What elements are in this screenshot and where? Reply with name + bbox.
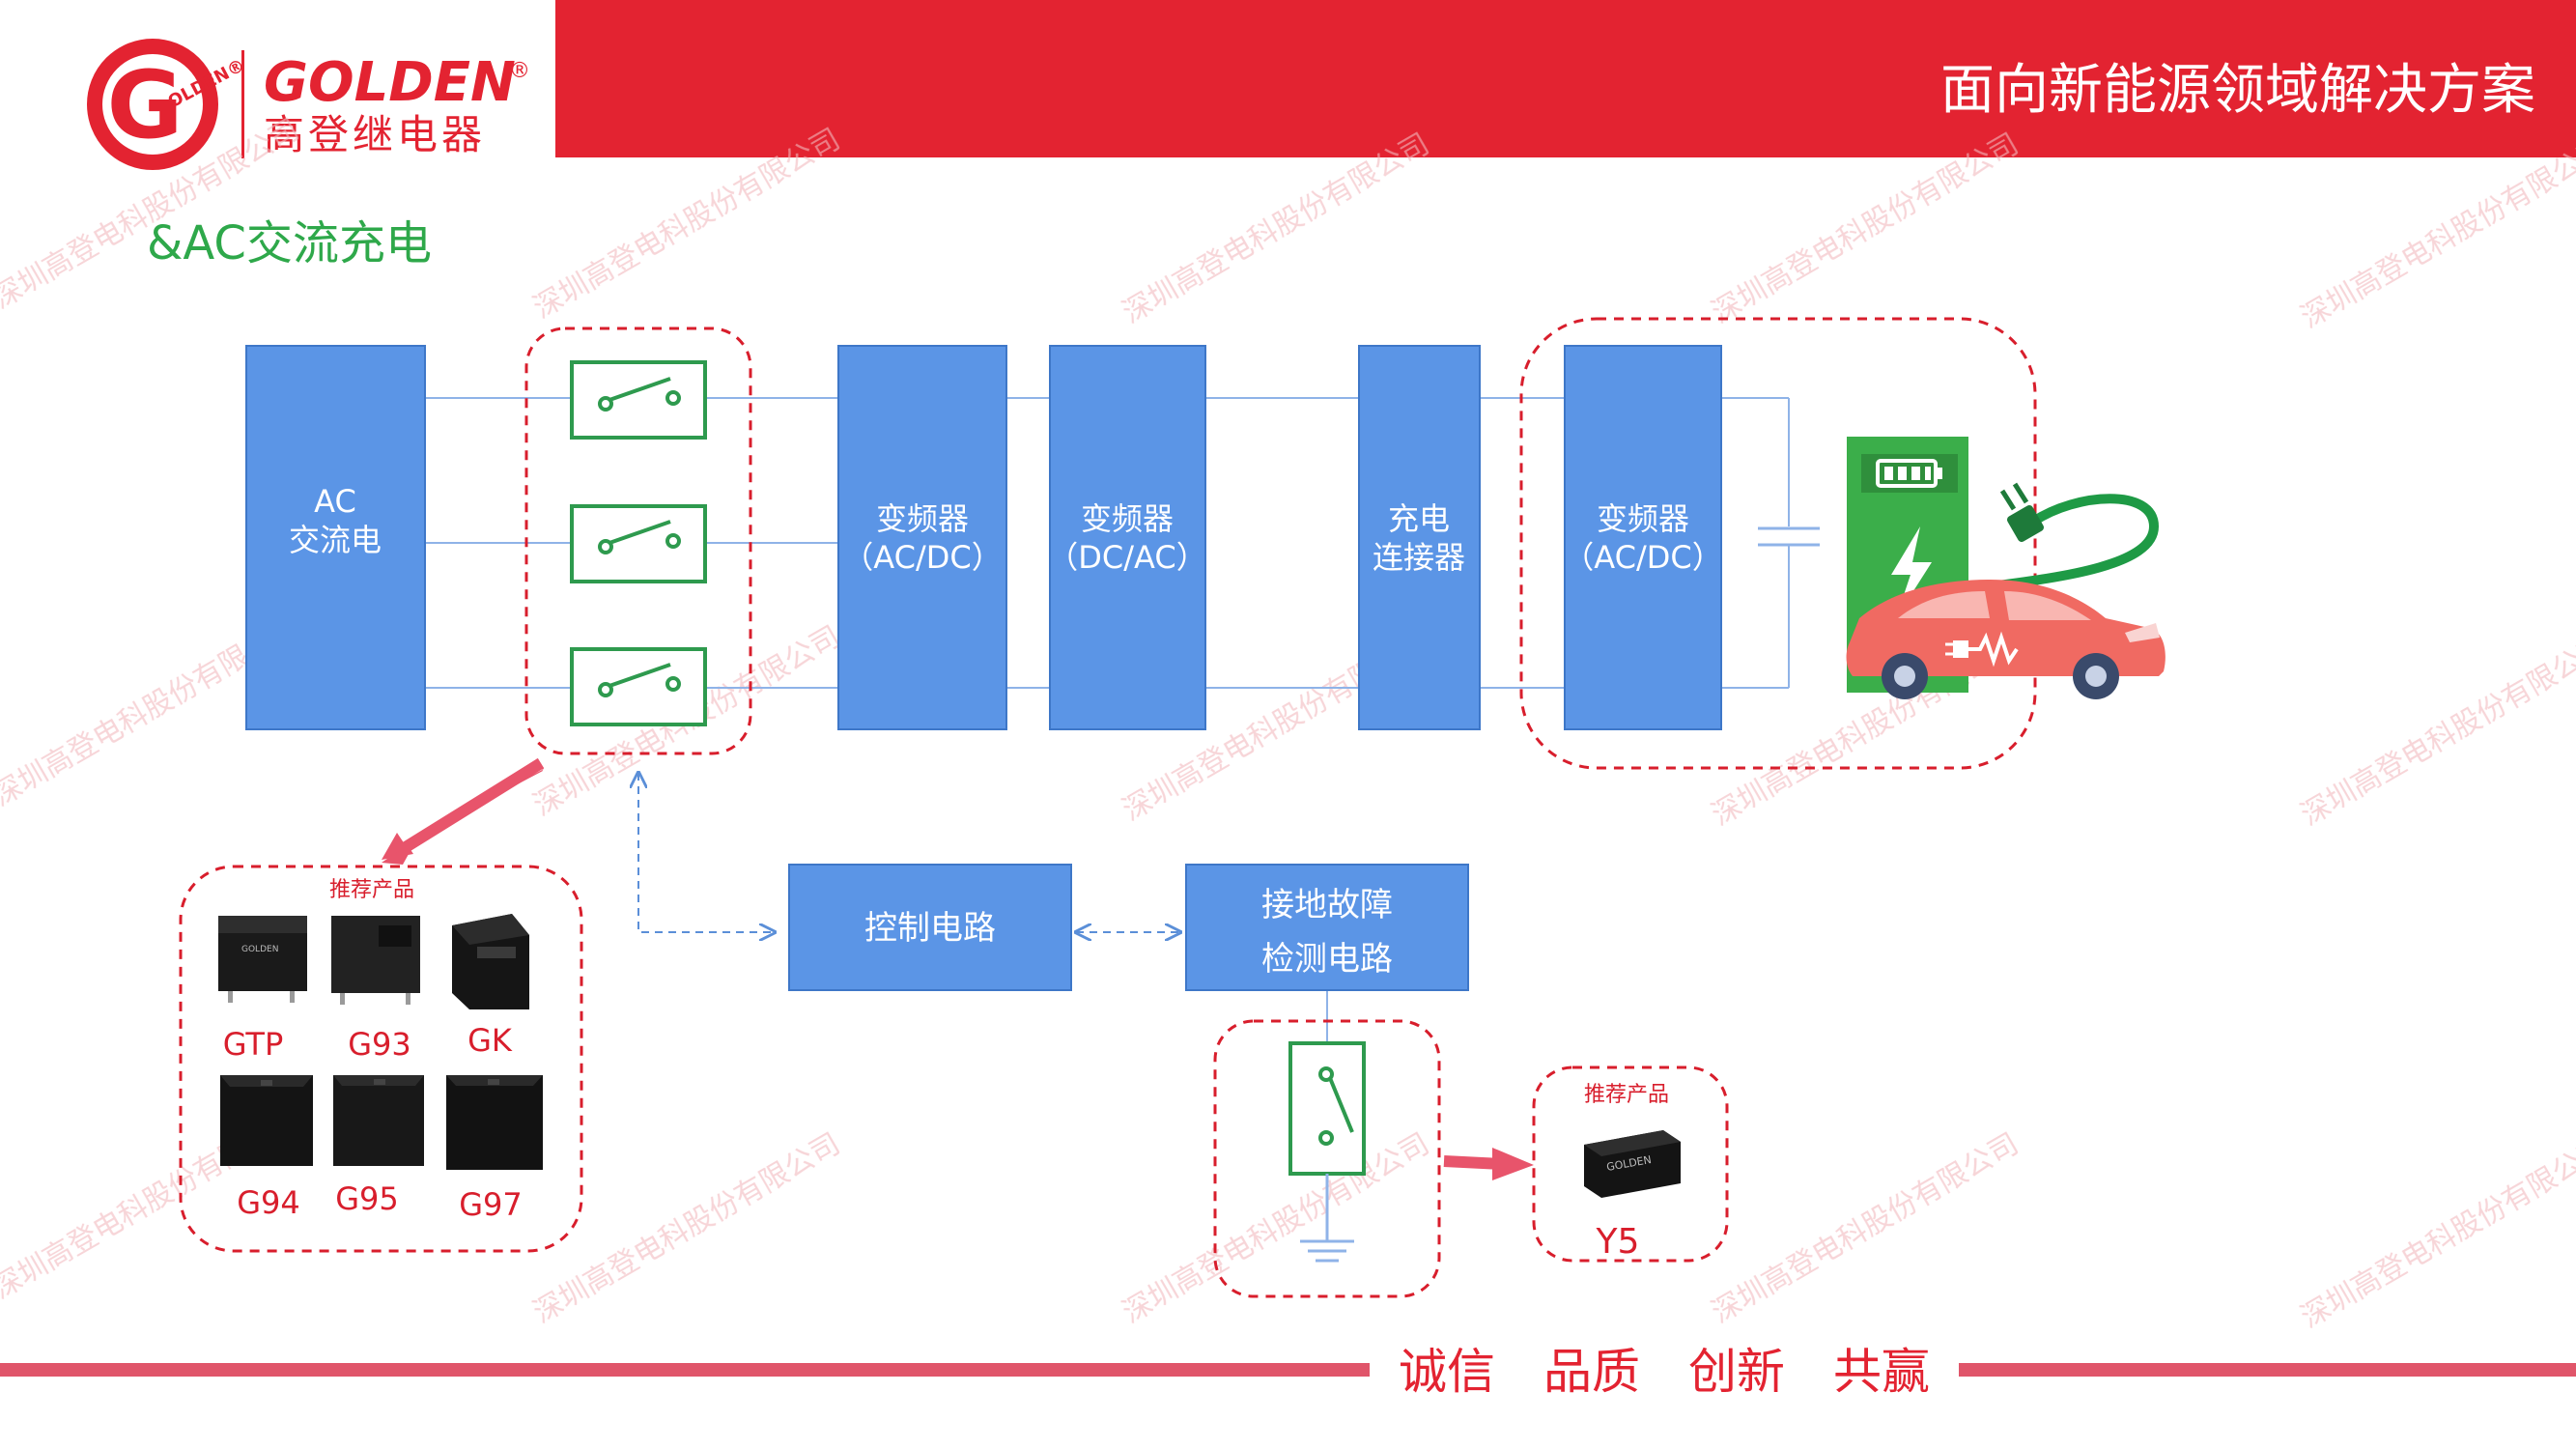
products-left-panel [179,865,583,1253]
block-control-circuit: 控制电路 [788,864,1072,991]
block-ground-fault-detection: 接地故障 检测电路 [1185,864,1469,991]
section-title: &AC交流充电 [147,216,432,270]
relay-icon [333,1075,424,1166]
relay-brand-label: GOLDEN [241,945,278,954]
relay-icon: GOLDEN [1584,1130,1681,1198]
logo-letter: G [107,51,184,159]
pointer-arrow-shaft [402,757,545,853]
block-label: 变频器 [876,500,969,537]
switch-icon [570,360,707,440]
product-label: Y5 [1596,1222,1640,1262]
watermark: 深圳高登电科股份有限公司 [2296,630,2576,833]
block-label: （AC/DC） [842,539,1002,576]
pointer-arrow-head [1492,1148,1534,1180]
ground-switch-highlight [1213,1019,1441,1298]
plug-icon [1999,482,2045,543]
relay-icon [446,1075,543,1170]
relay-icon: GOLDEN [218,916,307,1003]
watermark: 深圳高登电科股份有限公司 [1118,1127,1435,1330]
block-label: 控制电路 [864,909,996,948]
block-label: 连接器 [1373,539,1465,576]
block-label: 检测电路 [1261,940,1393,979]
lightning-icon [1891,526,1932,618]
block-label: 接地故障 [1261,886,1393,924]
header-title: 面向新能源领域解决方案 [1940,59,2535,122]
watermark: 深圳高登电科股份有限公司 [1707,128,2024,330]
block-label: 变频器 [1081,500,1174,537]
footer-slogan: 诚信 品质 创新 共赢 [1399,1344,1930,1400]
block-label: （AC/DC） [1563,539,1722,576]
electric-car-icon [1846,580,2166,699]
control-signal-lines [638,773,1180,932]
block-inverter-ac-dc: 变频器 （AC/DC） [837,345,1007,730]
block-charging-connector: 充电 连接器 [1358,345,1481,730]
header-red-bar [555,0,2576,157]
brand-registered: ® [509,59,530,83]
header: 面向新能源领域解决方案 G OLDEN® GOLDEN ® 高登继电器 [87,0,2576,170]
block-inverter-ac-dc-2: 变频器 （AC/DC） [1563,345,1723,730]
product-label: G94 [237,1184,300,1221]
block-label: 变频器 [1597,500,1689,537]
products-left-title: 推荐产品 [329,878,414,902]
product-label: GTP [223,1026,284,1063]
relay-icon [331,916,420,1005]
block-label: 交流电 [289,522,382,558]
products-right-title: 推荐产品 [1584,1083,1669,1107]
product-label: G95 [335,1180,399,1217]
ground-icon [1300,1174,1354,1263]
golden-logo-icon: G OLDEN® [87,39,248,170]
switch-icon [1288,1041,1366,1176]
product-label: G93 [348,1026,411,1063]
switch-icon [570,504,707,583]
switch-icon [570,647,707,726]
product-label: GK [467,1022,513,1059]
brand-cn: 高登继电器 [264,111,486,158]
logo-divider [241,50,244,158]
products-right-panel [1532,1065,1729,1263]
brand-name: GOLDEN [264,51,516,114]
block-label: （DC/AC） [1047,539,1206,576]
watermark: 深圳高登电科股份有限公司 [2296,132,2576,335]
watermark: 深圳高登电科股份有限公司 [1118,128,1435,330]
footer-line-right [1959,1363,2576,1377]
block-label: AC [314,483,356,520]
watermark: 深圳高登电科股份有限公司 [2296,1132,2576,1335]
vehicle-side-highlight [1519,317,2037,770]
pointer-arrow-head [382,838,417,865]
product-label: G97 [459,1186,523,1223]
plug-icon [1945,631,2019,668]
block-ac-source: AC 交流电 [245,345,426,730]
footer-line-left [0,1363,1370,1377]
battery-level-icon [1876,459,1942,488]
relay-icon [452,914,529,1009]
relay-group-highlight [524,327,752,755]
block-inverter-dc-ac: 变频器 （DC/AC） [1047,345,1207,730]
block-label: 充电 [1388,500,1450,537]
relay-icon [220,1075,313,1166]
footer: 诚信 品质 创新 共赢 [0,1344,2576,1400]
watermark: 深圳高登电科股份有限公司 [1707,1127,2024,1330]
watermark: 深圳高登电科股份有限公司 [528,1127,846,1330]
